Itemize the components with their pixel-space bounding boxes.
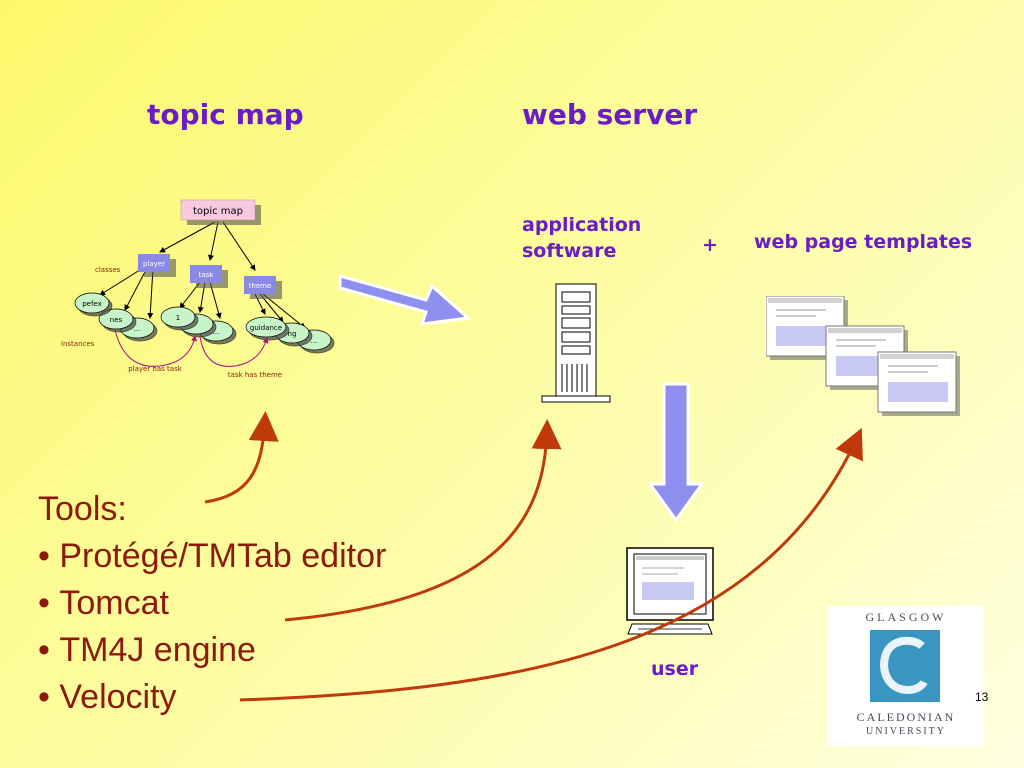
- instance-node: [160, 306, 196, 328]
- instance-label: nes: [110, 316, 123, 324]
- class-label-theme: theme: [249, 282, 272, 290]
- user-computer-icon: [626, 547, 714, 635]
- instances-label: instances: [61, 340, 95, 348]
- tools-title: Tools:: [38, 490, 127, 528]
- class-node-task: [190, 265, 222, 283]
- association-label: task has theme: [228, 371, 282, 379]
- block-arrow-down: [647, 382, 705, 523]
- class-node-player: [138, 254, 170, 272]
- page-number: 13: [975, 690, 989, 704]
- logo-text-middle: CALEDONIAN: [856, 710, 956, 724]
- instance-label: pefex: [82, 300, 102, 308]
- instance-node: [74, 292, 110, 314]
- topic-map-diagram: topic map player task theme classes inst…: [61, 199, 335, 379]
- association-label: player has task: [128, 365, 183, 373]
- instance-label: 1: [176, 314, 180, 322]
- class-node-theme: [244, 276, 276, 294]
- topic-map-heading: topic map: [147, 98, 304, 131]
- web-page-templates-icon: [766, 296, 960, 416]
- curve-editor-to-topic-map: [204, 411, 279, 504]
- instance-node: [245, 316, 287, 338]
- server-tower-icon: [541, 283, 611, 403]
- instance-node: [98, 308, 134, 330]
- tool-item: TM4J engine: [38, 627, 386, 674]
- topic-map-root-node: [180, 199, 256, 221]
- classes-label: classes: [95, 266, 121, 274]
- app-software-line2: software: [522, 240, 617, 262]
- block-arrow-right: [338, 274, 472, 326]
- instance-label: ...: [311, 337, 318, 345]
- web-page-templates-label: web page templates: [754, 231, 973, 253]
- tool-item: Tomcat: [38, 580, 386, 627]
- tool-item: Protégé/TMTab editor: [38, 533, 386, 580]
- tools-list: Tools: Protégé/TMTab editor Tomcat TM4J …: [38, 486, 386, 721]
- class-label-task: task: [199, 271, 215, 279]
- user-label: user: [651, 658, 699, 680]
- instance-label: ng: [288, 330, 297, 338]
- web-server-heading: web server: [522, 98, 698, 131]
- tool-item: Velocity: [38, 674, 386, 721]
- class-label-player: player: [143, 260, 165, 268]
- plus-sign: +: [702, 234, 718, 256]
- instance-label: guidance: [250, 324, 282, 332]
- root-node-label: topic map: [193, 206, 243, 217]
- application-software-label: application software: [522, 212, 641, 264]
- association-arc-task-theme: [199, 335, 269, 367]
- instance-label: ...: [134, 325, 141, 333]
- app-software-line1: application: [522, 214, 642, 236]
- logo-c-mark: [870, 630, 940, 702]
- logo-text-top: GLASGOW: [865, 610, 947, 624]
- association-arc-player-task: [114, 329, 197, 367]
- logo-text-bottom: UNIVERSITY: [866, 726, 946, 737]
- instance-label: ...: [213, 328, 220, 336]
- university-logo: GLASGOW CALEDONIAN UNIVERSITY: [828, 606, 984, 746]
